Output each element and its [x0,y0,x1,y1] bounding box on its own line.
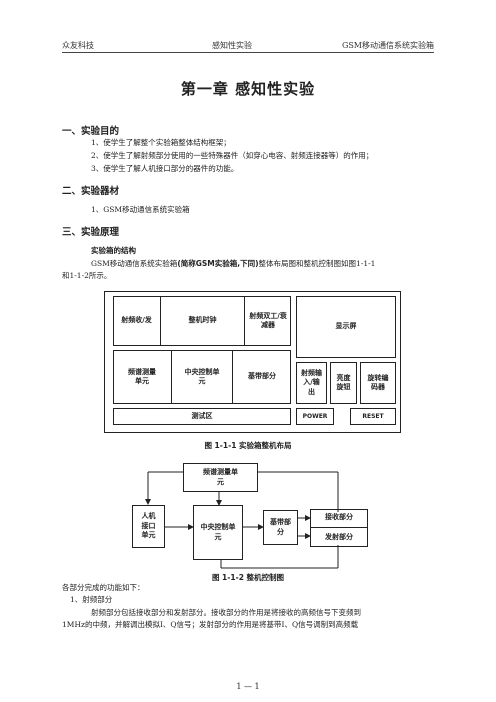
section-heading-purpose: 一、实验目的 [62,126,120,137]
header-left: 众友科技 [62,41,94,50]
sub-heading-structure: 实验箱的结构 [91,246,136,255]
cell-duplex: 射频双工/衰减器 [249,311,287,330]
principle-paragraph-line-1: GSM移动通信系统实验箱(简称GSM实验箱,下同)整体布局图和整机控制图如图1-… [91,258,375,270]
cell-rf: 射频收/发 [113,296,161,346]
page-number: 1 — 1 [236,682,260,691]
rf-paragraph-line-2: 1MHz的中频，并解调出模拟I、Q信号；发射部分的作用是将基带I、Q信号调制到高… [62,620,359,629]
figure-1-1-2-caption: 图 1-1-2 整机控制图 [211,573,285,582]
principle-paragraph-line-2: 和1-1-2所示。 [62,271,112,280]
figure-1-1-1-caption: 图 1-1-1 实验箱整机布局 [204,441,292,450]
rf-paragraph-line-1: 射频部分包括接收部分和发射部分。接收部分的作用是将接收的高频信号下变频到 [91,608,361,617]
block-cpu: 中央控制单元 [193,505,243,560]
cell-brightness-knob: 亮度旋钮 [330,362,357,404]
para-text-a: GSM移动通信系统实验箱 [91,259,178,268]
layout-outer-frame [104,291,401,433]
layout-top-row-frame [113,296,291,346]
functions-intro: 各部分完成的功能如下： [62,583,145,592]
block-transceiver [310,509,368,547]
cell-clock: 整机时钟 [161,296,245,346]
para-text-c: 整体布局图和整机控制图如图1-1-1 [258,259,376,268]
section-heading-equipment: 二、实验器材 [62,186,120,197]
layout-middle-row-frame [113,350,291,404]
cell-display: 显示屏 [296,296,396,358]
page-title: 第一章 感知性实验 [180,80,316,98]
block-tx: 发射部分 [325,532,353,541]
purpose-item-1: 1、使学生了解整个实验箱整体结构框架； [91,138,231,147]
header-right: GSM移动通信系统实验箱 [341,41,434,50]
equipment-item-1: 1、GSM移动通信系统实验箱 [91,205,190,214]
cell-reset: RESET [350,408,396,425]
cell-test-area: 测试区 [113,408,291,425]
cell-rotary-encoder: 旋转编码器 [360,362,396,404]
purpose-item-3: 3、使学生了解人机接口部分的器件的功能。 [91,164,239,173]
cell-baseband: 基带部分 [248,372,276,381]
block-spectrum: 频谱测量单元 [183,463,258,492]
cell-rf-io: 射频输入/输出 [296,362,327,404]
block-rx: 接收部分 [310,509,368,528]
header-center: 感知性实验 [212,41,252,50]
cell-spectrum: 频谱测量单元 [113,350,172,404]
block-hmi: 人机接口单元 [132,505,165,548]
block-baseband: 基带部分 [263,510,298,545]
purpose-item-2: 2、使学生了解射频部分使用的一些特殊器件（如穿心电容、射频连接器等）的作用； [91,151,374,160]
section-heading-principle: 三、实验原理 [62,227,120,238]
cell-cpu: 中央控制单元 [172,350,233,404]
cell-power: POWER [296,408,334,425]
rf-section-heading: 1、射频部分 [70,595,113,604]
header-divider [62,52,434,53]
para-text-b: (简称GSM实验箱,下同) [177,259,259,268]
